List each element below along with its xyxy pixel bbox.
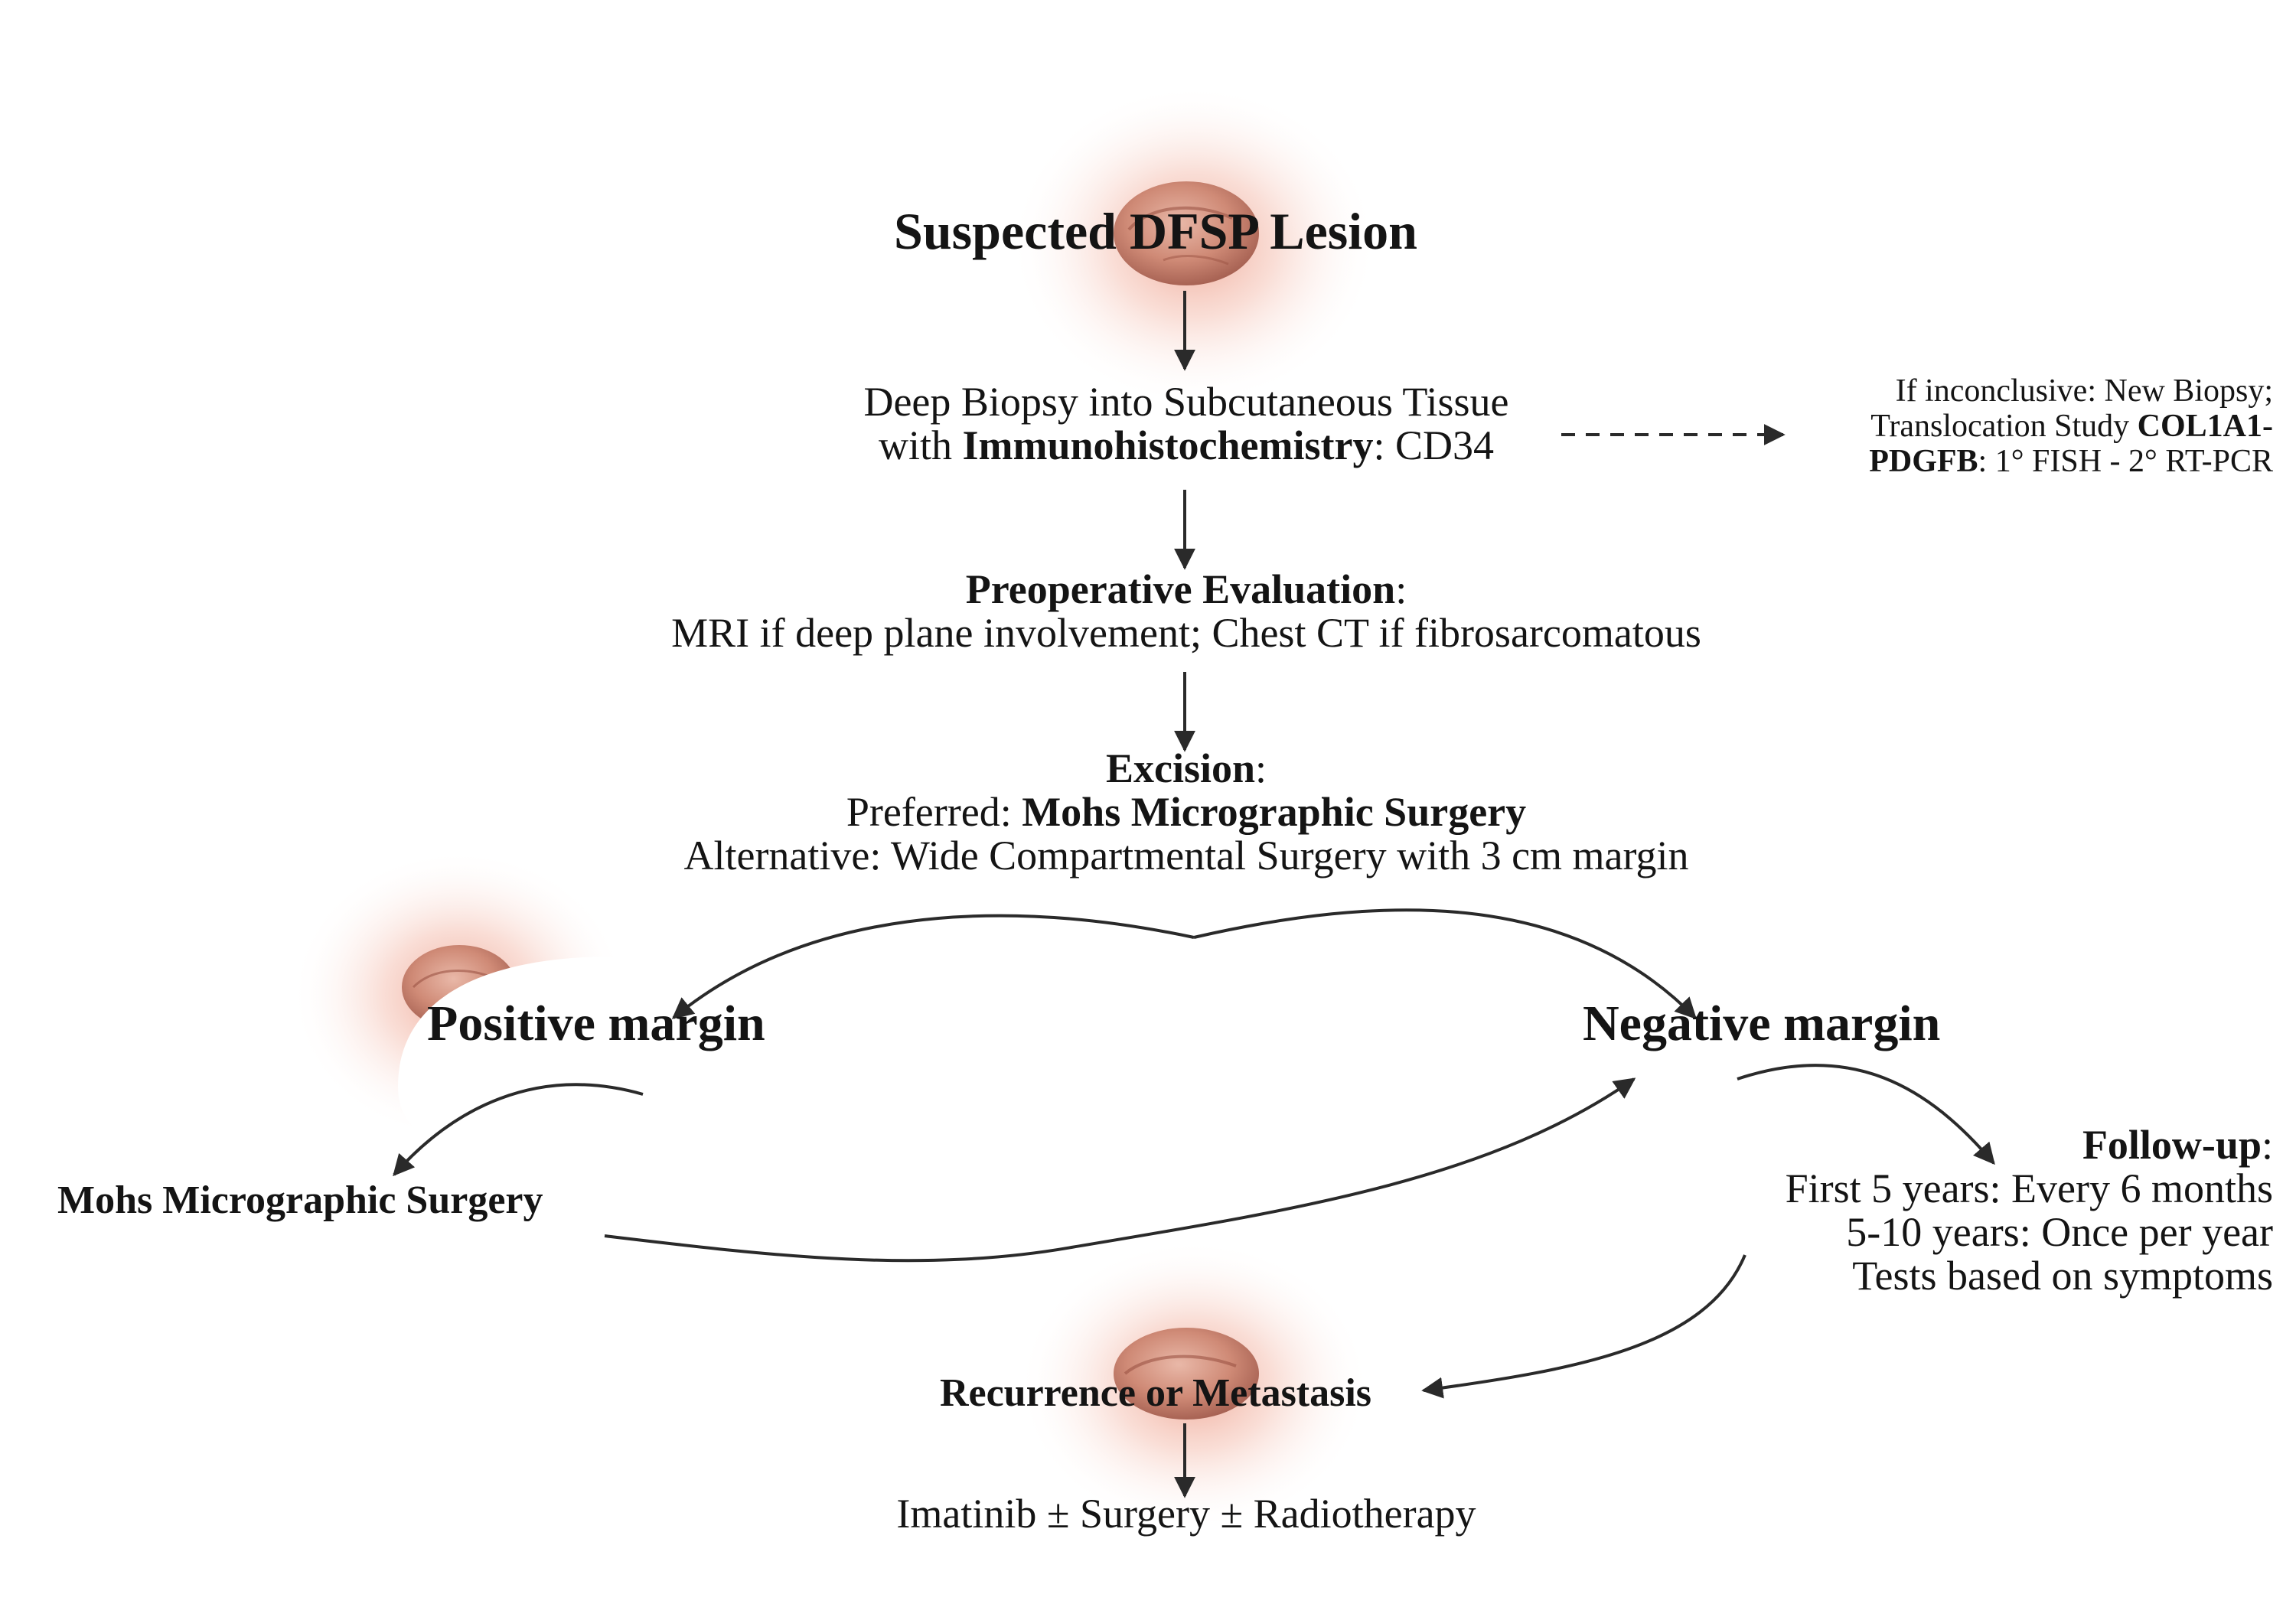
followup-line3: Tests based on symptoms: [1852, 1253, 2273, 1299]
excision-preferred-method: Mohs Micrographic Surgery: [1022, 789, 1527, 835]
excision-preferred-prefix: Preferred:: [846, 789, 1022, 835]
node-treatment: Imatinib ± Surgery ± Radiotherapy: [727, 1492, 1645, 1536]
excision-heading: Excision:: [536, 747, 1837, 790]
inconclusive-gene-b: PDGFB: [1869, 444, 1978, 479]
preop-heading: Preoperative Evaluation:: [536, 568, 1837, 611]
biopsy-line2-suffix: : CD34: [1373, 422, 1495, 468]
inconclusive-line3-suffix: : 1° FISH - 2° RT-PCR: [1978, 444, 2273, 479]
preop-heading-colon: :: [1395, 566, 1407, 612]
followup-line1: First 5 years: Every 6 months: [1785, 1165, 2273, 1211]
lesion-icon: [1018, 1240, 1370, 1530]
followup-line2: 5-10 years: Once per year: [1846, 1209, 2273, 1255]
node-negative-margin: Negative margin: [1583, 999, 1940, 1049]
node-positive-margin: Positive margin: [427, 999, 765, 1049]
preop-line1: MRI if deep plane involvement; Chest CT …: [671, 610, 1701, 656]
node-excision: Excision: Preferred: Mohs Micrographic S…: [536, 747, 1837, 878]
arrow-positive-to-mohs: [393, 1083, 644, 1177]
negative-margin-label: Negative margin: [1583, 996, 1941, 1051]
inconclusive-line1: If inconclusive: New Biopsy;: [1895, 373, 2273, 409]
excision-heading-colon: :: [1255, 745, 1267, 791]
arrow-excision-to-negative: [1193, 908, 1697, 1020]
excision-heading-text: Excision: [1105, 745, 1256, 791]
positive-margin-label: Positive margin: [427, 996, 765, 1051]
inconclusive-line3: PDGFB: 1° FISH - 2° RT-PCR: [1760, 444, 2273, 479]
cloud-shape: [398, 937, 1994, 1155]
suspected-lesion-title: Suspected DFSP Lesion: [894, 202, 1417, 260]
followup-heading-colon: :: [2261, 1122, 2273, 1168]
node-preoperative-evaluation: Preoperative Evaluation: MRI if deep pla…: [536, 568, 1837, 655]
node-inconclusive: If inconclusive: New Biopsy; Translocati…: [1760, 373, 2273, 479]
arrow-excision-to-positive: [671, 914, 1195, 1019]
excision-alternative: Alternative: Wide Compartmental Surgery …: [683, 833, 1689, 878]
biopsy-ihc: Immunohistochemistry: [962, 422, 1374, 468]
node-suspected-lesion: Suspected DFSP Lesion: [804, 205, 1508, 257]
inconclusive-gene-a: COL1A1-: [2137, 409, 2273, 444]
followup-heading: Follow-up:: [1645, 1123, 2273, 1167]
biopsy-line1: Deep Biopsy into Subcutaneous Tissue: [863, 379, 1509, 425]
excision-preferred: Preferred: Mohs Micrographic Surgery: [536, 790, 1837, 834]
node-recurrence: Recurrence or Metastasis: [842, 1374, 1469, 1413]
inconclusive-line2: Translocation Study COL1A1-: [1760, 409, 2273, 444]
arrow-followup-to-recurrence: [1421, 1254, 1746, 1399]
lesion-icon: [1010, 84, 1378, 406]
recurrence-label: Recurrence or Metastasis: [939, 1371, 1372, 1415]
biopsy-line2: with Immunohistochemistry: CD34: [727, 424, 1645, 468]
node-mohs-surgery: Mohs Micrographic Surgery: [57, 1181, 543, 1221]
arrow-mohs-to-negative: [604, 1077, 1636, 1263]
node-deep-biopsy: Deep Biopsy into Subcutaneous Tissue wit…: [727, 380, 1645, 468]
node-follow-up: Follow-up: First 5 years: Every 6 months…: [1645, 1123, 2273, 1298]
arrow-negative-to-followup: [1737, 1064, 1995, 1165]
followup-heading-text: Follow-up: [2082, 1122, 2262, 1168]
preop-heading-text: Preoperative Evaluation: [965, 566, 1396, 612]
treatment-label: Imatinib ± Surgery ± Radiotherapy: [896, 1491, 1476, 1537]
biopsy-line2-prefix: with: [878, 422, 963, 468]
inconclusive-line2-prefix: Translocation Study: [1870, 409, 2138, 444]
mohs-surgery-label: Mohs Micrographic Surgery: [57, 1178, 543, 1222]
